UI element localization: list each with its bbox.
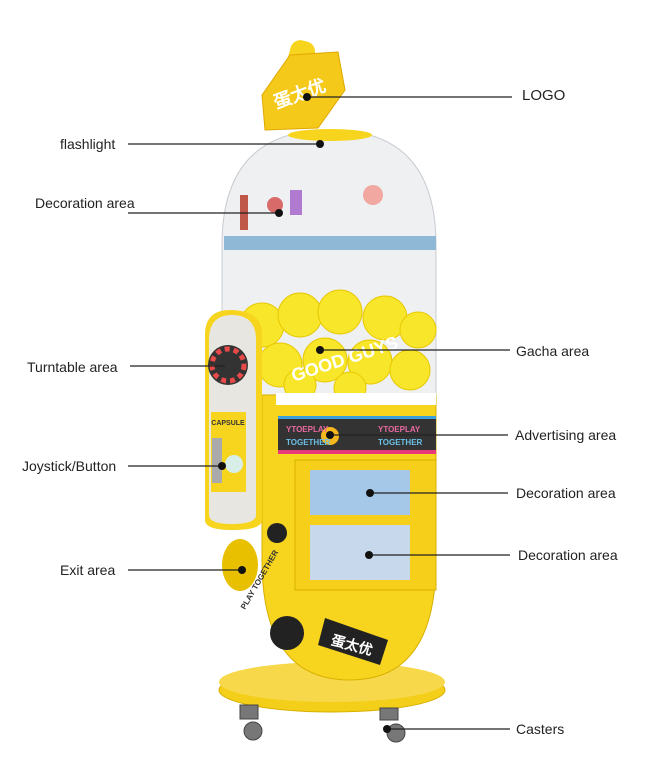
svg-text:CAPSULE: CAPSULE <box>211 420 245 427</box>
label-decoration-middle: Decoration area <box>516 485 616 501</box>
callout-lines <box>128 96 512 730</box>
label-casters: Casters <box>516 721 565 737</box>
svg-text:YTOEPLAY: YTOEPLAY <box>286 425 329 434</box>
label-decoration-top: Decoration area <box>35 195 135 211</box>
decoration-band <box>224 236 436 250</box>
body-logo <box>318 618 388 665</box>
coin-slot <box>212 438 222 483</box>
label-flashlight: flashlight <box>60 136 116 152</box>
exit-hole <box>222 539 258 591</box>
label-turntable: Turntable area <box>27 359 118 375</box>
svg-text:TOGETHER: TOGETHER <box>378 438 423 447</box>
joystick-knob <box>225 455 243 473</box>
logo-sign <box>261 51 346 131</box>
svg-text:YTOEPLAY: YTOEPLAY <box>378 425 421 434</box>
decoration-window-lower <box>310 525 410 580</box>
label-logo: LOGO <box>522 87 566 104</box>
label-decoration-bottom: Decoration area <box>518 547 618 563</box>
callout-dots <box>218 93 391 733</box>
label-advertising: Advertising area <box>515 427 617 443</box>
label-exit: Exit area <box>60 562 116 578</box>
dispenser-shelf <box>276 393 436 405</box>
label-joystick: Joystick/Button <box>22 458 117 474</box>
svg-text:TOGETHER: TOGETHER <box>286 438 331 447</box>
flashlight-ring <box>288 129 372 141</box>
caster-icons <box>239 704 406 743</box>
label-gacha: Gacha area <box>516 343 590 359</box>
turntable-icon <box>208 345 248 385</box>
